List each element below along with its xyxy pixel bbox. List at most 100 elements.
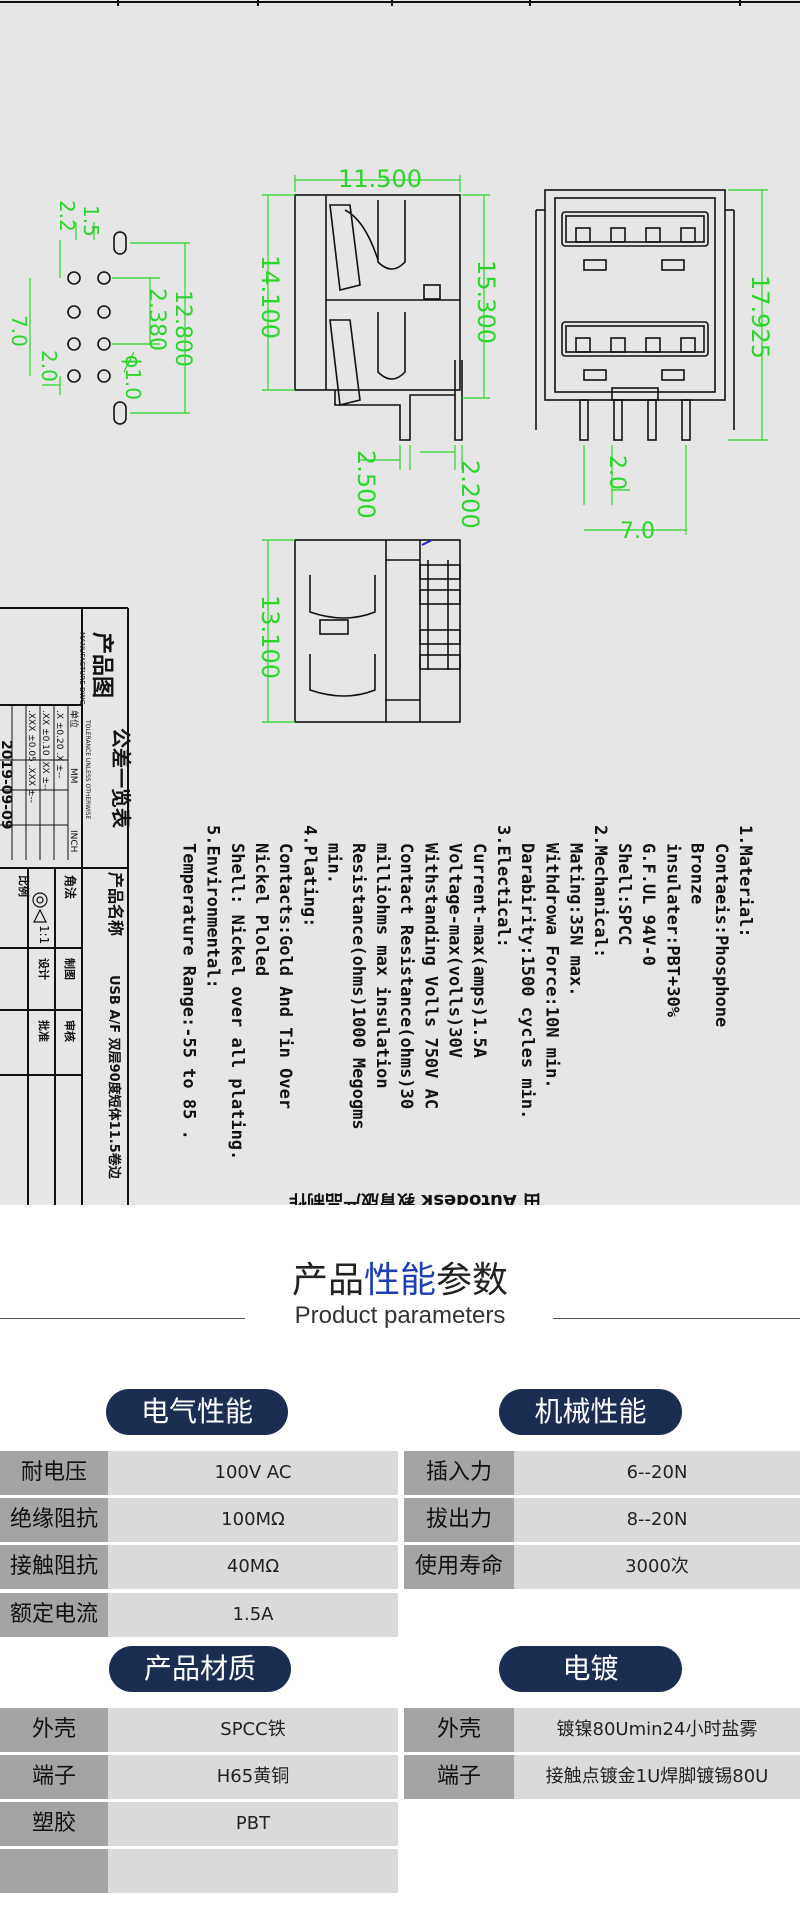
- row-key: 耐电压: [0, 1451, 108, 1495]
- spec-note-line: milliohms max insulation: [372, 843, 392, 1089]
- tol-row-2: .XX ±0.10 .XX ±--: [40, 710, 50, 791]
- row-value: [108, 1849, 398, 1893]
- spec-note-line: Contaeis:Phosphone: [711, 843, 731, 1027]
- spec-note-line: insulater:PBT+30%: [662, 843, 682, 1018]
- row-value: 100MΩ: [221, 1509, 285, 1530]
- section-title-part2: 参数: [436, 1260, 509, 1301]
- unit-mm: MM: [68, 768, 78, 784]
- sheet-date: 2019-09-09: [0, 740, 14, 830]
- row-value: 6--20N: [626, 1462, 688, 1483]
- dim-11-500: 11.500: [338, 165, 422, 193]
- row-key: 接触阻抗: [0, 1545, 108, 1589]
- row-value: 接触点镀金1U焊脚镀锡80U: [545, 1766, 769, 1787]
- dim-13-100: 13.100: [256, 595, 284, 679]
- spec-note-line: Mating:35N max.: [566, 843, 586, 997]
- spec-note-line: G.F.UL 94V-0: [638, 843, 658, 966]
- table-row: 插入力 6--20N: [404, 1451, 800, 1495]
- dim-2-200: 2.200: [456, 460, 484, 529]
- row-value: 8--20N: [626, 1509, 688, 1530]
- table-row: 端子 H65黄铜: [0, 1755, 398, 1799]
- spec-note-line: Contact Resistance(ohms)30: [396, 843, 416, 1109]
- unit-inch: INCH: [68, 830, 78, 852]
- technical-drawing: 1.5 2.2 12.800 2.380 7.0 2.0 ϕ1.0: [0, 0, 800, 1205]
- heading-plating: 电镀: [499, 1646, 682, 1692]
- table-row: [0, 1849, 398, 1893]
- design-label: 设计: [37, 958, 51, 980]
- drawing-title-en: MANUFACTURE DWG: [78, 632, 86, 705]
- row-value: H65黄铜: [216, 1766, 290, 1787]
- spec-note-line: Temperature Range:-55 to 85 .: [178, 843, 198, 1140]
- heading-electrical: 电气性能: [106, 1389, 288, 1435]
- dim-2-0-pcb: 2.0: [37, 350, 61, 382]
- pcb-footprint: 1.5 2.2 12.800 2.380 7.0 2.0 ϕ1.0: [7, 200, 195, 425]
- section-title-highlight: 性能: [363, 1260, 436, 1301]
- spec-note-line: 4.Plating:: [299, 825, 319, 927]
- dim-2-380: 2.380: [144, 288, 169, 351]
- table-row: 外壳 镀镍80Umin24小时盐雾: [404, 1708, 800, 1752]
- row-value: 镀镍80Umin24小时盐雾: [556, 1719, 758, 1740]
- row-key: 额定电流: [0, 1593, 108, 1637]
- dim-17-925: 17.925: [746, 275, 774, 359]
- dim-7-0-pcb: 7.0: [7, 315, 31, 347]
- unit-label: 单位: [68, 710, 80, 728]
- row-value: 40MΩ: [226, 1556, 280, 1577]
- dim-15-300: 15.300: [472, 260, 500, 344]
- row-key: 拔出力: [404, 1498, 514, 1542]
- title-block: 产品图 MANUFACTURE DWG 公差一览表 TOLERANCE UNLE…: [0, 607, 133, 1205]
- spec-note-line: Nickel Ploled: [251, 843, 271, 976]
- dim-2-2: 2.2: [55, 200, 79, 232]
- spec-note-line: Bronze: [687, 843, 707, 904]
- view-label: 角法: [63, 875, 78, 899]
- spec-note-line: Darabirity:1500 cycles min.: [517, 843, 537, 1119]
- parameters-section: 产品性能参数 Product parameters 电气性能 耐电压 100V …: [0, 1205, 800, 1916]
- spec-note-line: 1.Material:: [735, 825, 755, 938]
- table-row: 塑胶 PBT: [0, 1802, 398, 1846]
- row-key: [0, 1849, 108, 1893]
- rule-left: [0, 1318, 245, 1319]
- dim-14-100: 14.100: [256, 255, 284, 339]
- dim-12-800: 12.800: [170, 290, 195, 367]
- side-view: 11.500 14.100 15.300 2.500 2.200: [256, 165, 500, 529]
- row-key: 外壳: [404, 1708, 514, 1752]
- row-value: SPCC铁: [220, 1719, 286, 1740]
- table-row: 额定电流 1.5A: [0, 1593, 398, 1637]
- section-title-part1: 产品: [291, 1260, 364, 1301]
- draw-label: 制图: [63, 958, 77, 980]
- spec-notes: 1.Material:Contaeis:PhosphoneBronzeinsul…: [178, 825, 755, 1160]
- spec-note-line: min.: [324, 843, 344, 884]
- product-name-label: 产品名称: [106, 872, 125, 936]
- rule-right: [553, 1318, 800, 1319]
- tolerance-title: 公差一览表: [109, 728, 133, 829]
- tol-row-1: .X ±0.20 .X ±--: [54, 710, 64, 778]
- drawing-canvas: 1.5 2.2 12.800 2.380 7.0 2.0 ϕ1.0: [0, 0, 800, 1205]
- row-key: 绝缘阻抗: [0, 1498, 108, 1542]
- heading-material: 产品材质: [109, 1646, 291, 1692]
- section-title: 产品性能参数: [0, 1251, 800, 1303]
- spec-note-line: Current-max(amps)1.5A: [469, 843, 489, 1058]
- drawing-title: 产品图: [89, 632, 114, 698]
- check-label: 审核: [63, 1020, 77, 1042]
- tolerance-title-en: TOLERANCE UNLESS OTHERWISE: [84, 719, 91, 820]
- spec-note-line: 5.Environmental:: [203, 825, 223, 989]
- spec-note-line: Voltage-max(volls)30V: [445, 843, 465, 1058]
- projection-symbol: [32, 892, 48, 923]
- spec-note-line: 3.Electical:: [493, 825, 513, 948]
- scale-value: 1:1: [37, 925, 51, 944]
- dim-2-0-front: 2.0: [604, 455, 629, 490]
- table-row: 外壳 SPCC铁: [0, 1708, 398, 1752]
- dim-1-5: 1.5: [79, 205, 103, 237]
- product-name: USB A/F 双层90度短体11.5卷边: [106, 975, 122, 1180]
- table-row: 绝缘阻抗 100MΩ: [0, 1498, 398, 1542]
- front-view: 17.925 2.0 7.0: [535, 189, 774, 544]
- row-key: 外壳: [0, 1708, 108, 1752]
- row-value: 3000次: [625, 1556, 689, 1577]
- table-row: 接触阻抗 40MΩ: [0, 1545, 398, 1589]
- table-row: 拔出力 8--20N: [404, 1498, 800, 1542]
- dim-phi-1-0: ϕ1.0: [121, 355, 145, 400]
- spec-note-line: Withstanding Volls 750V AC: [420, 843, 440, 1109]
- section-subtitle: Product parameters: [294, 1302, 506, 1329]
- spec-note-line: Contacts:Gold And Tin Over: [275, 843, 295, 1109]
- watermark: 由 Autodesk 教育版产品制作: [289, 1190, 541, 1205]
- spec-note-line: Shell: Nickel over all plating.: [227, 843, 247, 1160]
- row-key: 塑胶: [0, 1802, 108, 1846]
